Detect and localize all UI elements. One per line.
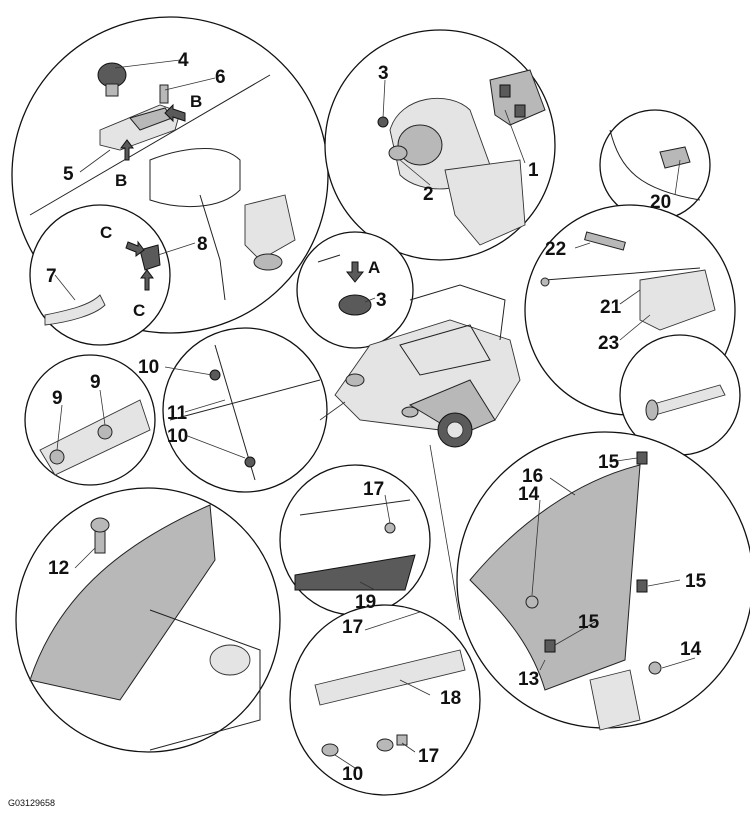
arrow-b-upper: [164, 103, 186, 123]
figure-id-label: G03129658: [8, 798, 56, 808]
vehicle-overview: [334, 284, 521, 448]
callout-15-top: 15: [598, 452, 620, 473]
callout-3-detail: 3: [376, 290, 387, 311]
trim-part-18: [314, 649, 466, 706]
arrow-c-upper: [125, 240, 145, 257]
callout-17-trim: 17: [342, 617, 363, 638]
screw-part-14-left: [525, 595, 539, 609]
fender-panel-part-16: [469, 464, 641, 691]
detail-circle-front-body: [15, 487, 281, 753]
seal-part-2: [388, 145, 408, 161]
callout-7: 7: [46, 266, 57, 287]
callout-18: 18: [440, 688, 461, 709]
clip-part-15-low: [544, 639, 556, 653]
screw-part-6: [159, 84, 169, 104]
callout-19: 19: [355, 592, 376, 613]
reference-letters: A B B C C: [100, 92, 380, 320]
callout-14-left: 14: [518, 484, 540, 505]
spoiler-part-19: [294, 554, 416, 591]
detail-circle-fuel-cap-lock: [324, 29, 556, 261]
letter-b-lower: B: [115, 171, 127, 190]
arrow-a: [345, 261, 365, 283]
callout-10-trim: 10: [342, 764, 363, 785]
bolt-part-22: [584, 231, 626, 251]
detail-circle-bracket-screws: [24, 354, 156, 486]
callout-6: 6: [215, 67, 226, 88]
detail-circle-front-fender: [456, 431, 750, 731]
callout-8: 8: [197, 234, 208, 255]
mount-bracket: [39, 399, 151, 476]
callout-3-top: 3: [378, 63, 389, 84]
clip-part-15-top: [636, 451, 648, 465]
letter-c-upper: C: [100, 223, 112, 242]
detail-circle-washer-nozzle: [29, 204, 171, 346]
detail-circle-front-spoiler: [279, 464, 431, 616]
callout-5: 5: [63, 164, 74, 185]
callout-labels: 4 6 5 8 7 3 1 2 3 20 22 21 23 10 11 10 9…: [46, 50, 707, 785]
cable-part-21: [544, 267, 701, 281]
clip-part-15-mid: [636, 579, 648, 593]
nut-part-10: [321, 743, 339, 757]
letter-a: A: [368, 258, 380, 277]
callout-22: 22: [545, 239, 566, 260]
callout-15-mid: 15: [685, 571, 707, 592]
callout-17-bottom: 17: [418, 746, 439, 767]
callout-9-right: 9: [90, 372, 101, 393]
lock-actuator-part-1: [489, 69, 546, 126]
arrow-c-lower: [140, 269, 154, 291]
hose-part-7: [44, 294, 106, 326]
callout-20: 20: [650, 192, 671, 213]
callout-4: 4: [178, 50, 189, 71]
clip-part-17: [384, 522, 396, 534]
connector-part-20: [659, 146, 691, 169]
screw-part-9-right: [97, 424, 113, 440]
callout-10-lower-strut: 10: [167, 426, 188, 447]
pump: [244, 194, 296, 261]
callout-9-left: 9: [52, 388, 63, 409]
screw-part-9-left: [49, 449, 65, 465]
callout-2: 2: [423, 184, 434, 205]
cap-part-4: [97, 62, 127, 88]
grommet-part-3: [338, 294, 372, 316]
letter-b-upper: B: [190, 92, 202, 111]
callout-10-strut: 10: [138, 357, 159, 378]
screw-part-14-right: [648, 661, 662, 675]
callout-13: 13: [518, 669, 539, 690]
detail-circle-grommet: [296, 231, 414, 349]
leader-lines: [54, 59, 696, 769]
callout-12: 12: [48, 558, 69, 579]
letter-c-lower: C: [133, 301, 145, 320]
detail-circle-hood-strut: [162, 327, 328, 493]
bracket-part-23: [639, 269, 716, 331]
callout-15-low: 15: [578, 612, 600, 633]
callout-17-spoiler: 17: [363, 479, 384, 500]
callout-11: 11: [167, 403, 188, 424]
callout-23: 23: [598, 333, 619, 354]
callout-16: 16: [522, 466, 543, 487]
arrow-b-lower: [120, 139, 134, 161]
callout-21: 21: [600, 297, 622, 318]
nozzle-part-8: [139, 244, 161, 271]
detail-circle-lower-trim: [289, 604, 481, 796]
callout-14-right: 14: [680, 639, 702, 660]
callout-1: 1: [528, 160, 539, 181]
